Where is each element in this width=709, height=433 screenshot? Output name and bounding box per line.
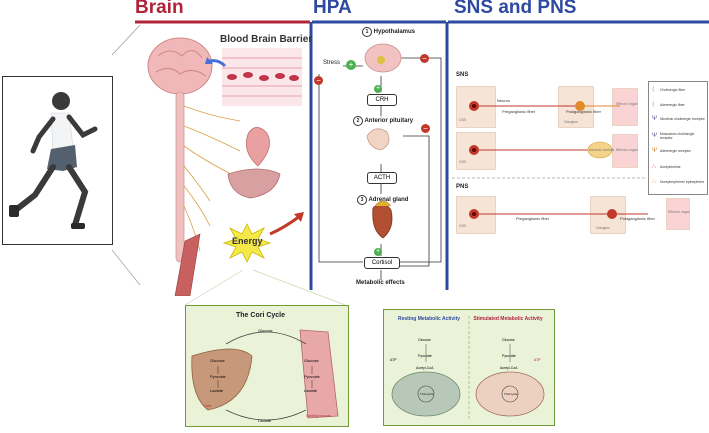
- cori-diagram: [191, 329, 339, 421]
- cori-title: The Cori Cycle: [236, 312, 286, 319]
- stimulated-acetyl-coa: Acetyl-CoA: [500, 366, 518, 370]
- hpa-header: HPA: [313, 0, 352, 18]
- adrenergic-fiber-icon: ⟨: [652, 102, 655, 108]
- bbb-label: Blood Brain Barrier: [220, 34, 313, 45]
- sns-preganglionic-label: Preganglionic fiber: [502, 109, 536, 114]
- stimulated-title: Stimulated Metabolic Activity: [473, 316, 543, 322]
- sns-title: SNS: [456, 72, 469, 78]
- sns-effector-box-2: [612, 134, 638, 168]
- resting-atp: ATP: [390, 358, 397, 362]
- step2-text: Anterior pituitary: [364, 118, 414, 124]
- sns-pns-diagram: [452, 101, 648, 219]
- resting-acetyl-coa: Acetyl-CoA: [416, 366, 434, 370]
- cori-lactate-bottom: Lactate: [258, 418, 272, 423]
- adrenergic-receptor-icon: Ψ: [652, 148, 658, 154]
- stimulated-atp: ATP: [534, 358, 541, 362]
- norepinephrine-icon: ∴: [652, 179, 656, 185]
- metabolic-diagram: [391, 316, 545, 420]
- liver-label: Liver: [204, 404, 212, 408]
- muscle-lactate: Lactate: [304, 388, 318, 393]
- muscle-label: Skeletal muscle: [306, 414, 331, 418]
- bbb-illustration: [222, 48, 302, 106]
- step1-text: Hypothalamus: [373, 29, 416, 35]
- stimulated-pyruvate: Pyruvate: [502, 354, 516, 358]
- runner-figure: [9, 92, 98, 229]
- muscle-pyruvate: Pyruvate: [304, 374, 320, 379]
- stimulated-tca: TCA cycle: [504, 392, 518, 396]
- muscarinic-receptor-icon: Ψ: [652, 133, 658, 139]
- liver-glucose: Glucose: [210, 358, 225, 363]
- legend-item: ∴Acetylcholine: [652, 164, 681, 170]
- minus-icon: −: [421, 124, 430, 133]
- liver-pyruvate: Pyruvate: [210, 374, 226, 379]
- minus-icon: −: [420, 54, 429, 63]
- stimulated-glucose: Glucose: [502, 338, 515, 342]
- acth-box: ACTH: [367, 172, 397, 184]
- adrenal-medulla-label: Adrenal medulla: [589, 148, 615, 152]
- plus-icon: +: [374, 248, 382, 256]
- sns-cns-label-2: CNS: [459, 160, 467, 164]
- metabolic-activity-panel: Resting Metabolic Activity Stimulated Me…: [383, 309, 555, 426]
- sns-cns-label: CNS: [459, 118, 467, 122]
- energy-label: Energy: [232, 236, 263, 246]
- energy-arrow-icon: [269, 212, 304, 236]
- sns-effector-box: [612, 88, 638, 126]
- pns-ganglion-label: Ganglion: [596, 226, 611, 230]
- step1-number: 1: [362, 27, 372, 37]
- hpa-diagram: [318, 43, 442, 280]
- pns-postganglionic-label: Postganglionic fiber: [620, 216, 655, 221]
- plus-icon: +: [346, 60, 356, 70]
- sns-ganglion-box: [558, 86, 594, 128]
- acetylcholine-icon: ∴: [652, 164, 656, 170]
- bbb-arrow-icon: [205, 57, 227, 68]
- step3-text: Adrenal gland: [368, 197, 409, 203]
- step3-label: 3 Adrenal gland: [357, 195, 408, 205]
- resting-glucose: Glucose: [418, 338, 431, 342]
- minus-icon: −: [314, 76, 323, 85]
- sns-postganglionic-label: Postganglionic fiber: [566, 109, 601, 114]
- pns-title: PNS: [456, 184, 469, 190]
- resting-tca: TCA cycle: [420, 392, 434, 396]
- resting-title: Resting Metabolic Activity: [397, 316, 461, 322]
- crh-box: CRH: [367, 94, 397, 106]
- legend-item: ∴Norepinephrine/ epinephrine: [652, 179, 705, 185]
- step1-label: 1 Hypothalamus: [362, 27, 415, 37]
- runner-panel: [2, 76, 113, 245]
- cori-cycle-panel: The Cori Cycle Glucose Lactate Glucose P…: [185, 305, 349, 427]
- sns-effector-label: Effector organ: [616, 102, 638, 106]
- sns-pns-header: SNS and PNS: [454, 0, 577, 18]
- legend-item: ⟨Adrenergic fiber: [652, 102, 685, 108]
- cortisol-box: Cortisol: [364, 257, 400, 269]
- pns-cns-label: CNS: [459, 224, 467, 228]
- resting-pyruvate: Pyruvate: [418, 354, 432, 358]
- pns-effector-box: [666, 198, 690, 230]
- step2-label: 2 Anterior pituitary: [353, 116, 413, 126]
- pns-preganglionic-label: Preganglionic fiber: [516, 216, 550, 221]
- brain-illustration: [147, 37, 281, 296]
- stress-label: Stress: [323, 60, 341, 66]
- step3-number: 3: [357, 195, 367, 205]
- pns-effector-label: Effector organ: [668, 210, 690, 214]
- cori-glucose-top: Glucose: [258, 328, 273, 333]
- nicotinic-receptor-icon: Ψ: [652, 116, 658, 122]
- liver-lactate: Lactate: [210, 388, 224, 393]
- legend-item: ⟨Cholinergic fiber: [652, 87, 686, 93]
- neuron-label: Neuron: [497, 98, 511, 103]
- sns-effector-label-2: Effector organ: [616, 148, 638, 152]
- sns-ganglion-label: Ganglion: [564, 120, 579, 124]
- step2-number: 2: [353, 116, 363, 126]
- cholinergic-fiber-icon: ⟨: [652, 87, 655, 93]
- metabolic-effects-label: Metabolic effects: [356, 280, 405, 286]
- energy-burst-icon: [222, 223, 272, 263]
- plus-icon: +: [374, 85, 382, 93]
- brain-header: Brain: [135, 0, 184, 18]
- muscle-glucose: Glucose: [304, 358, 319, 363]
